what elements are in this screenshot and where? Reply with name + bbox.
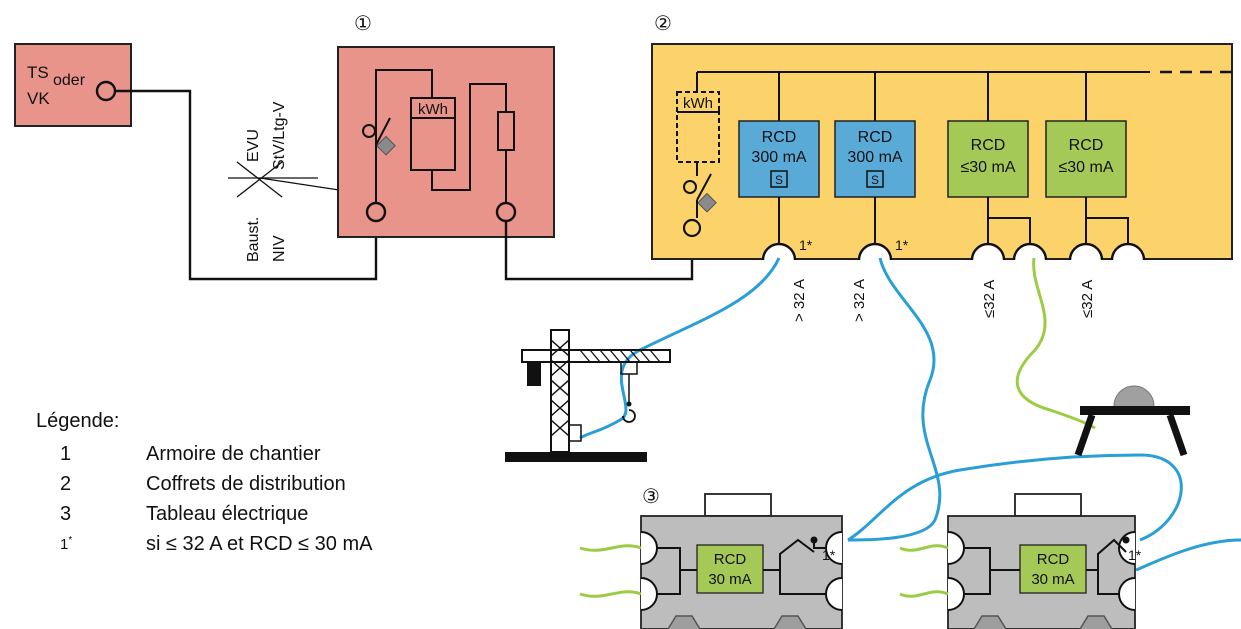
cable-blue-box3a (847, 257, 942, 542)
cable-blue-crane (579, 257, 781, 440)
cabinet2-star-2: 1* (895, 237, 909, 253)
box3a-rcd-title: RCD (714, 551, 747, 568)
legend-title: Légende: (36, 410, 120, 432)
legend-item-num: 2 (60, 472, 72, 495)
legend-note-text: si ≤ 32 A et RCD ≤ 30 mA (146, 532, 373, 555)
tableau-3a: RCD 30 mA 1* (579, 493, 843, 629)
rcd-blue-1-rating: 300 mA (751, 149, 806, 166)
output-label-1: > 32 A (791, 279, 808, 322)
cabinet2-meter-label: kWh (683, 95, 713, 112)
output-label-4: ≤32 A (1079, 280, 1096, 318)
cabinet2-star-1: 1* (799, 237, 813, 253)
source-ts: TS (27, 63, 49, 82)
output-label-2: > 32 A (851, 279, 868, 322)
cabinet-2: kWh RCD 300 mA S RCD 300 mA S RCD ≤30 mA… (651, 43, 1233, 261)
marker-1: ① (354, 13, 372, 35)
saw-table-icon (1074, 385, 1190, 457)
legend-item-text: Armoire de chantier (146, 442, 321, 465)
legend-item-text: Tableau électrique (146, 502, 309, 525)
rcd-blue-2-title: RCD (858, 129, 893, 146)
cabinet-1: kWh (337, 46, 555, 238)
box3a-star: 1* (822, 547, 836, 563)
cable-blue-box3b-out (1135, 538, 1241, 572)
box3a-rcd-rating: 30 mA (708, 571, 751, 588)
output-label-3: ≤32 A (981, 280, 998, 318)
legend-item-text: Coffrets de distribution (146, 472, 346, 495)
rcd-blue-2-s: S (871, 173, 879, 187)
legend-item-num: 3 (60, 502, 72, 525)
legend-note-num-main: 1 (60, 536, 69, 553)
box3b-star: 1* (1128, 547, 1142, 563)
rcd-green-1-title: RCD (971, 137, 1006, 154)
boundary-baust: Baust. (245, 217, 262, 262)
rcd-blue-1-title: RCD (762, 129, 797, 146)
source-box: TS oder VK (14, 43, 132, 127)
rcd-green-2-rating: ≤30 mA (1058, 159, 1113, 176)
legend-item-num: 1 (60, 442, 72, 465)
boundary-niv: NIV (271, 235, 288, 262)
box3b-rcd-rating: 30 mA (1031, 571, 1074, 588)
tableau-3b: RCD 30 mA 1* (899, 493, 1142, 629)
legend-note-num: 1* (36, 535, 146, 553)
legend: Légende: 1 Armoire de chantier 2 Coffret… (36, 410, 372, 559)
source-vk: VK (27, 89, 50, 108)
rcd-green-1-rating: ≤30 mA (960, 159, 1015, 176)
cabinet1-meter-label: kWh (418, 101, 448, 118)
rcd-blue-2-rating: 300 mA (847, 149, 902, 166)
rcd-blue-1-s: S (775, 173, 783, 187)
cable-blue-box3a-to-box3b (847, 453, 1183, 542)
boundary-evu: EVU (245, 129, 262, 162)
legend-note: 1* si ≤ 32 A et RCD ≤ 30 mA (36, 529, 372, 559)
legend-item: 2 Coffrets de distribution (36, 469, 372, 499)
boundary-stv: StV/Ltg-V (271, 101, 288, 170)
crane-icon (505, 329, 671, 462)
boundary-symbol: EVU StV/Ltg-V Baust. NIV (228, 101, 373, 262)
cable-green-saw (1015, 257, 1096, 430)
marker-2: ② (654, 13, 672, 35)
legend-note-sup: * (68, 535, 73, 546)
marker-3: ③ (642, 486, 660, 508)
box3b-rcd-title: RCD (1037, 551, 1070, 568)
legend-item: 3 Tableau électrique (36, 499, 372, 529)
wire-source-to-cabinet1 (115, 89, 378, 281)
source-oder: oder (53, 72, 86, 89)
rcd-green-2-title: RCD (1069, 137, 1104, 154)
legend-item: 1 Armoire de chantier (36, 439, 372, 469)
